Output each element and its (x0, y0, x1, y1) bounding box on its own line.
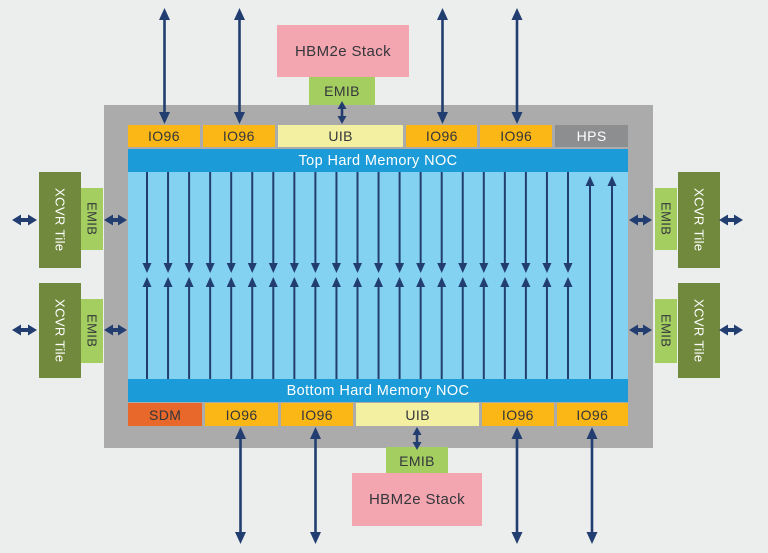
bottom-io-arrow-2-head-down (511, 532, 523, 544)
hbm2e-stack-bottom-label: HBM2e Stack (368, 491, 466, 508)
left-outer-arrow-1-head-left (12, 324, 21, 336)
left-outer-arrow-0-head-right (28, 214, 37, 226)
hbm2e-stack-bottom: HBM2e Stack (352, 473, 482, 526)
top-io-arrow-1-head-up (234, 8, 245, 20)
emib-left-1-label: EMIB (84, 314, 100, 348)
bottom-io-arrow-0-head-down (235, 532, 246, 544)
left-outer-arrow-0-head-left (12, 214, 21, 226)
chip-block-sdm-0: SDM (128, 403, 203, 426)
xcvr-tile-right-1-label: XCVR Tile (691, 298, 707, 363)
hbm2e-stack-top-label: HBM2e Stack (294, 42, 392, 60)
emib-left-0-label: EMIB (84, 202, 100, 236)
xcvr-tile-left-1-label: XCVR Tile (52, 298, 68, 363)
xcvr-tile-left-0: XCVR Tile (39, 172, 81, 268)
bottom-io-arrow-3-head-down (586, 532, 598, 544)
bottom-hard-memory-noc: Bottom Hard Memory NOC (128, 379, 628, 402)
chip-block-io96-5: IO96 (556, 403, 628, 426)
right-outer-arrow-1-head-left (719, 324, 728, 336)
emib-right-1: EMIB (655, 299, 677, 363)
fpga-fabric (128, 172, 628, 379)
top-noc-label: Top Hard Memory NOC (298, 152, 458, 169)
chip-block-io96-2: IO96 (280, 403, 354, 426)
xcvr-tile-right-0: XCVR Tile (678, 172, 720, 268)
emib-right-0-label: EMIB (658, 202, 674, 236)
xcvr-tile-left-0-label: XCVR Tile (52, 188, 68, 252)
emib-right-1-label: EMIB (658, 314, 674, 348)
right-outer-arrow-0-head-right (734, 214, 743, 226)
emib-left-1: EMIB (81, 299, 103, 363)
chip-block-io96-1: IO96 (202, 125, 275, 147)
hbm2e-stack-top: HBM2e Stack (277, 25, 409, 77)
right-outer-arrow-1-head-right (734, 324, 743, 336)
xcvr-tile-right-1: XCVR Tile (678, 283, 720, 378)
xcvr-tile-right-0-label: XCVR Tile (691, 188, 707, 252)
chip-block-io96-0: IO96 (128, 125, 200, 147)
top-io-arrow-2-head-up (437, 8, 448, 20)
right-outer-arrow-0-head-left (719, 214, 728, 226)
emib-left-0: EMIB (81, 188, 103, 250)
bottom-io-arrow-1-head-down (310, 532, 321, 544)
chip-block-io96-4: IO96 (482, 403, 554, 426)
chip-block-hps-5: HPS (555, 125, 629, 147)
chip-block-uib-3: UIB (356, 403, 480, 426)
chip-block-io96-4: IO96 (480, 125, 553, 147)
emib-top: EMIB (309, 77, 375, 105)
emib-bottom-label: EMIB (399, 452, 435, 469)
top-io-arrow-0-head-up (159, 8, 170, 20)
chip-block-io96-1: IO96 (205, 403, 278, 426)
emib-bottom: EMIB (386, 447, 448, 474)
top-io-arrow-3-head-up (511, 8, 523, 20)
chip-block-uib-2: UIB (277, 125, 404, 147)
left-outer-arrow-1-head-right (28, 324, 37, 336)
bottom-noc-label: Bottom Hard Memory NOC (286, 382, 470, 399)
emib-top-label: EMIB (324, 83, 360, 99)
chip-block-io96-3: IO96 (406, 125, 478, 147)
top-hard-memory-noc: Top Hard Memory NOC (128, 149, 628, 172)
xcvr-tile-left-1: XCVR Tile (39, 283, 81, 378)
emib-right-0: EMIB (655, 188, 677, 250)
